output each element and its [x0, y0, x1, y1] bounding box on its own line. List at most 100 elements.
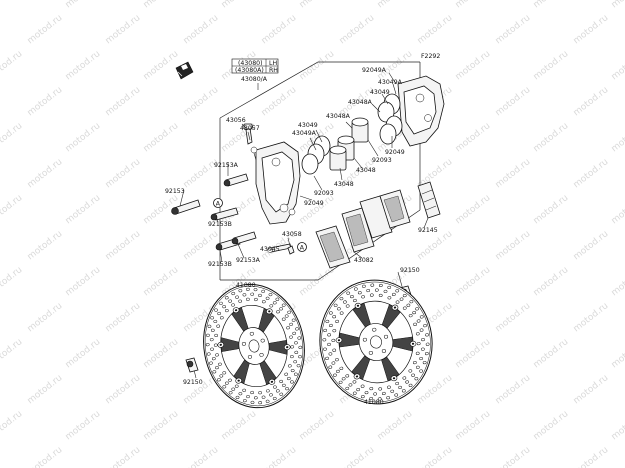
watermark-text: motod.ru: [454, 409, 493, 442]
disc-drill-hole: [207, 324, 212, 328]
watermark-text: motod.ru: [454, 193, 493, 226]
watermark-text: motod.ru: [610, 49, 625, 82]
watermark-text: motod.ru: [260, 13, 299, 46]
disc-drill-hole: [338, 380, 343, 384]
disc-mount-hole: [247, 355, 252, 359]
watermark-text: motod.ru: [454, 337, 493, 370]
disc-drill-hole: [329, 311, 333, 315]
disc-drill-hole: [352, 380, 357, 384]
callout-43057: 43057: [240, 125, 260, 132]
disc-drill-hole: [353, 298, 357, 303]
disc-drill-hole: [281, 303, 286, 307]
disc-drill-hole: [209, 361, 213, 365]
disc-drill-hole: [250, 292, 255, 296]
part-callout-labels: 92049A 43049A 43049 43048A 43048A 43049 …: [165, 67, 438, 406]
disc-float-button-center: [392, 377, 396, 380]
disc-float-button-center: [337, 339, 341, 342]
callout-43048-b: 43048: [334, 181, 354, 188]
disc-drill-hole: [225, 381, 229, 385]
disc-drill-hole: [391, 292, 396, 296]
caliper-half-left: [255, 141, 301, 225]
disc-drill-hole: [415, 307, 419, 311]
disc-drill-hole: [381, 391, 386, 396]
disc-drill-hole: [294, 341, 298, 345]
watermark-text: motod.ru: [532, 193, 571, 226]
legend-part-lh: (43080): [238, 60, 263, 67]
disc-drill-hole: [377, 397, 382, 401]
diagram-code: F2292: [421, 53, 440, 60]
disc-drill-hole: [238, 392, 243, 396]
disc-rim-line: [321, 281, 431, 403]
watermark-text: motod.ru: [532, 0, 571, 10]
callout-92153a-bottom: 92153A: [236, 257, 261, 264]
disc-drill-hole: [211, 357, 216, 361]
disc-drill-hole: [250, 390, 254, 395]
disc-rim-line: [204, 285, 304, 407]
disc-drill-hole: [333, 303, 338, 307]
disc-drill-hole: [408, 383, 413, 387]
disc-drill-hole: [383, 289, 388, 293]
disc-drill-hole: [408, 369, 413, 373]
callout-92153: 92153: [165, 188, 185, 195]
brake-disc-right: [319, 279, 433, 405]
disc-drill-hole: [378, 283, 383, 288]
disc-drill-hole: [210, 328, 215, 332]
callout-41080-bottom: 41080: [364, 399, 384, 406]
callout-43048a-top: 43048A: [348, 99, 373, 106]
disc-drill-hole: [228, 299, 233, 303]
disc-drill-hole: [228, 378, 232, 382]
disc-drill-hole: [279, 392, 284, 396]
watermark-text: motod.ru: [104, 157, 143, 190]
disc-drill-hole: [213, 343, 218, 347]
disc-drill-hole: [413, 361, 417, 365]
watermark-text: motod.ru: [338, 13, 377, 46]
disc-mount-hole: [241, 342, 247, 346]
piston-seal-stack-right: [337, 93, 403, 161]
disc-drill-hole: [291, 318, 296, 322]
disc-drill-hole: [272, 396, 277, 401]
disc-drill-hole: [217, 311, 221, 316]
disc-drill-hole: [386, 396, 390, 400]
disc-drill-hole: [289, 322, 293, 326]
disc-drill-hole: [214, 333, 218, 337]
disc-drill-hole: [205, 343, 210, 347]
callout-43049-mid: 43049: [298, 122, 318, 129]
watermark-text: motod.ru: [298, 193, 337, 226]
watermark-text: motod.ru: [494, 301, 533, 334]
disc-drill-hole: [265, 389, 270, 393]
watermark-text: motod.ru: [260, 445, 299, 468]
disc-drill-hole: [322, 338, 327, 342]
watermark-text: motod.ru: [64, 0, 103, 10]
disc-drill-hole: [206, 333, 210, 337]
watermark-text: motod.ru: [104, 301, 143, 334]
callout-92150-left: 92150: [183, 379, 203, 386]
disc-drill-hole: [250, 400, 255, 404]
disc-drill-hole: [412, 311, 416, 315]
disc-drill-hole: [414, 377, 419, 381]
disc-mount-hole: [249, 331, 254, 336]
legend-part-rh: (43080A): [235, 67, 264, 74]
callout-92093-right: 92093: [372, 157, 392, 164]
watermark-text: motod.ru: [0, 409, 24, 442]
callout-43056: 43056: [226, 117, 246, 124]
disc-drill-hole: [210, 347, 214, 351]
disc-drill-hole: [215, 353, 219, 357]
disc-drill-hole: [238, 299, 243, 303]
disc-drill-hole: [287, 364, 292, 368]
disc-drill-hole: [395, 289, 400, 293]
watermark-text: motod.ru: [454, 265, 493, 298]
watermark-text: motod.ru: [104, 85, 143, 118]
disc-drill-hole: [339, 311, 344, 315]
watermark-text: motod.ru: [142, 265, 181, 298]
disc-drill-hole: [231, 291, 236, 296]
disc-drill-hole: [327, 333, 331, 337]
callout-92153a-top: 92153A: [214, 162, 239, 169]
disc-drill-hole: [290, 380, 294, 384]
callout-43048a-mid: 43048A: [326, 113, 351, 120]
watermark-text: motod.ru: [26, 445, 65, 468]
callout-41080-top: 41080: [236, 282, 256, 289]
disc-float-button-center: [237, 379, 240, 382]
disc-drill-hole: [331, 361, 336, 365]
